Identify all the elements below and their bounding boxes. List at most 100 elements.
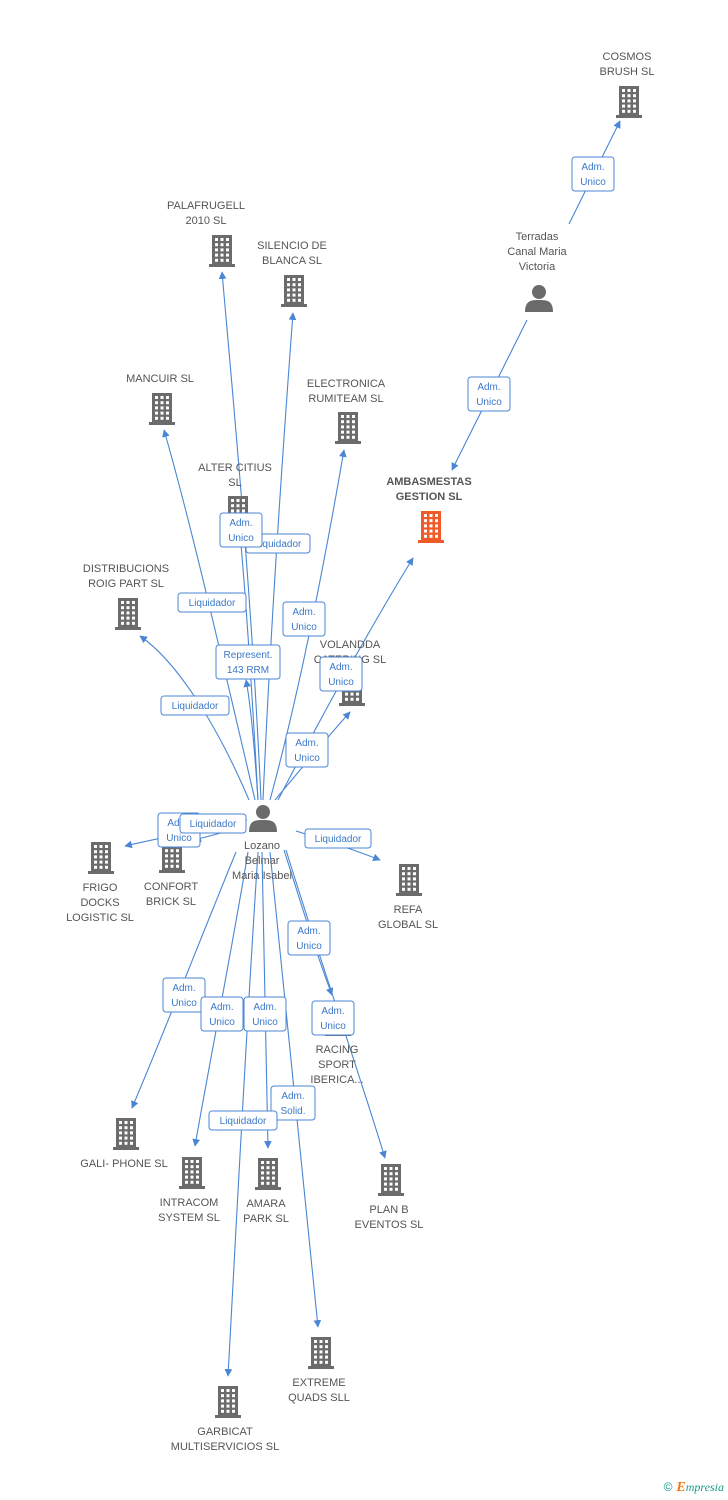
edge-label-box	[208, 1110, 278, 1131]
node-label: GESTION SL	[396, 491, 463, 503]
edge-label-lozano-to-racing[interactable]: Adm.Unico	[287, 920, 331, 956]
building-icon	[149, 393, 175, 425]
node-label: ROIG PART SL	[88, 578, 164, 590]
edge-label-lozano-to-garbicat[interactable]: Liquidador	[208, 1110, 278, 1131]
edge-label-text: Solid.	[280, 1106, 305, 1117]
brand-name: mpresia	[685, 1480, 724, 1494]
edge-label-text: Adm.	[297, 926, 320, 937]
edge-label-box	[215, 644, 281, 680]
company-node-galiphone[interactable]: GALI- PHONE SL	[80, 1118, 168, 1170]
edge-label-text: Liquidador	[255, 539, 302, 550]
building-icon	[115, 598, 141, 630]
building-icon	[209, 235, 235, 267]
edge-label-lozano-to-altercitius[interactable]: Adm.Unico	[219, 512, 263, 548]
edge-label-box	[179, 813, 247, 834]
company-node-mancuir[interactable]: MANCUIR SL	[126, 373, 194, 425]
node-label: SL	[228, 477, 241, 489]
node-label: ELECTRONICA	[307, 378, 386, 390]
edge-label-text: Liquidador	[315, 834, 362, 845]
edge-label-text: Adm.	[292, 607, 315, 618]
edge-label-text: Adm.	[281, 1091, 304, 1102]
edge-label-lozano-to-galiphone[interactable]: Adm.Unico	[162, 977, 206, 1013]
node-label: Belmar	[245, 855, 280, 867]
node-label: BRUSH SL	[599, 66, 654, 78]
node-label: FRIGO	[83, 882, 118, 894]
edge-label-text: Unico	[294, 753, 320, 764]
footer-brand: ©Empresia	[664, 1480, 724, 1496]
edge-label-box	[270, 1085, 316, 1121]
edge-label-box	[311, 1000, 355, 1036]
node-label: DOCKS	[80, 897, 119, 909]
edge-label-text: Unico	[476, 397, 502, 408]
edge-label-lozano-to-amara[interactable]: Adm.Unico	[243, 996, 287, 1032]
node-label: Lozano	[244, 840, 280, 852]
edge-label-lozano-to-intracom[interactable]: Adm.Unico	[200, 996, 244, 1032]
edge-label-lozano-to-planb[interactable]: Adm.Unico	[311, 1000, 355, 1036]
building-icon	[179, 1157, 205, 1189]
edge-label-lozano-to-altercitius[interactable]: Represent. 143 RRM	[215, 644, 281, 680]
edge-label-text: Liquidador	[189, 598, 236, 609]
node-label: PALAFRUGELL	[167, 200, 245, 212]
edge-label-box	[571, 156, 615, 192]
edge-label-lozano-to-electronica[interactable]: Adm. Unico	[282, 601, 326, 637]
edge-label-text: Unico	[320, 1021, 346, 1032]
person-icon	[249, 805, 277, 832]
node-label: Maria Isabel	[232, 870, 292, 882]
building-icon	[378, 1164, 404, 1196]
edge-label-text: Adm.	[253, 1002, 276, 1013]
edge-label-text: Unico	[328, 677, 354, 688]
edge-label-lozano-to-distribucions[interactable]: Liquidador	[160, 695, 230, 716]
edge-label-lozano-to-ambasmestas[interactable]: Adm.Unico	[285, 732, 329, 768]
node-label: AMBASMESTAS	[386, 476, 471, 488]
edge-label-text: Adm.	[329, 662, 352, 673]
edge-label-box	[219, 512, 263, 548]
edge-label-text: Adm.	[477, 382, 500, 393]
edge-label-text: 143 RRM	[227, 665, 269, 676]
node-label: AMARA	[246, 1198, 286, 1210]
edge-label-text: Unico	[580, 177, 606, 188]
edge-label-text: Represent.	[224, 650, 273, 661]
company-node-amara[interactable]: AMARA PARK SL	[243, 1158, 289, 1225]
building-icon	[255, 1158, 281, 1190]
building-icon	[281, 275, 307, 307]
node-label: SYSTEM SL	[158, 1212, 220, 1224]
edge-label-box	[162, 977, 206, 1013]
edge-label-terradas-to-ambasmestas[interactable]: Adm. Unico	[467, 376, 511, 412]
edge-label-box	[285, 732, 329, 768]
edge-label-lozano-to-confort[interactable]: Liquidador	[179, 813, 247, 834]
node-label: GLOBAL SL	[378, 919, 438, 931]
edge-label-lozano-to-refa[interactable]: Liquidador	[304, 828, 372, 849]
edge-label-box	[177, 592, 247, 613]
edge-labels-layer: Adm.UnicoAdm.UnicoLiquidadorLiquidadorAd…	[157, 156, 615, 1131]
edge-label-lozano-to-mancuir[interactable]: Liquidador	[177, 592, 247, 613]
edge-label-box	[287, 920, 331, 956]
edge-label-text: Unico	[291, 622, 317, 633]
company-node-ambasmestas[interactable]: AMBASMESTAS GESTION SL	[386, 476, 472, 543]
edge-label-text: Adm.	[172, 983, 195, 994]
edge-label-lozano-to-volandda[interactable]: Adm. Unico	[319, 656, 363, 692]
edge-label-box	[200, 996, 244, 1032]
edge-label-terradas-to-cosmos[interactable]: Adm.Unico	[571, 156, 615, 192]
node-label: PARK SL	[243, 1213, 289, 1225]
node-label: EVENTOS SL	[355, 1219, 424, 1231]
edge-lozano-to-garbicat	[224, 851, 259, 1377]
copyright-symbol: ©	[663, 1480, 673, 1494]
node-label: Victoria	[519, 261, 556, 273]
building-icon	[396, 864, 422, 896]
edge-label-lozano-to-extreme[interactable]: Adm. Solid.	[270, 1085, 316, 1121]
